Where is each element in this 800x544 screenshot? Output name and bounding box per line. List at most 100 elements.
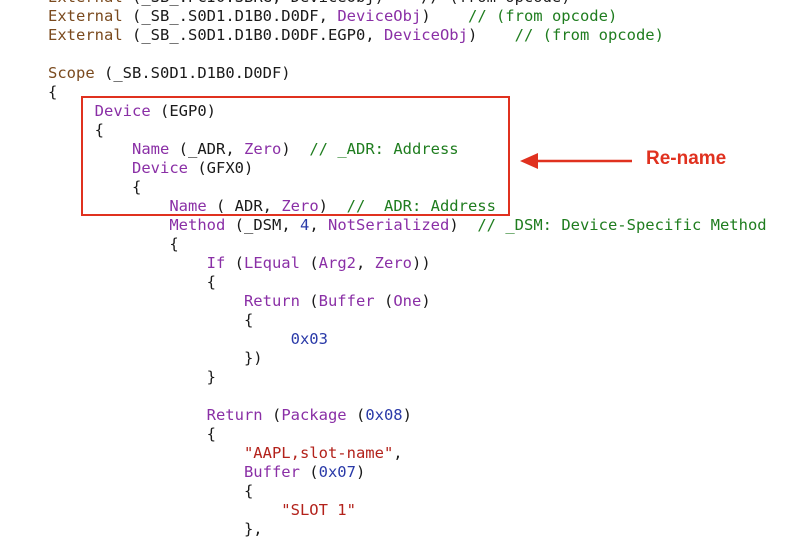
code-token: { — [48, 482, 254, 500]
code-token: One — [393, 292, 422, 310]
code-token: ( — [271, 406, 282, 424]
code-token: { — [48, 425, 216, 443]
code-token: ( — [309, 463, 319, 481]
code-line: { — [48, 178, 767, 197]
code-token: Return — [206, 406, 272, 424]
code-line: Return (Package (0x08) — [48, 406, 767, 425]
code-token: NotSerialized — [328, 216, 450, 234]
code-token: DeviceObj — [337, 7, 422, 25]
code-line: "AAPL,slot-name", — [48, 444, 767, 463]
code-token: Name — [132, 140, 179, 158]
code-token: DeviceObj — [383, 26, 468, 44]
code-token: (_ADR, — [216, 197, 282, 215]
code-token: { — [48, 178, 142, 196]
code-token: External — [48, 26, 132, 44]
code-token: Method — [169, 216, 235, 234]
code-token: }, — [48, 520, 263, 538]
code-line: Device (EGP0) — [48, 102, 767, 121]
code-token — [48, 197, 169, 215]
code-line: Device (GFX0) — [48, 159, 767, 178]
code-token: 4 — [299, 216, 310, 234]
code-line: Name (_ADR, Zero) // _ADR: Address — [48, 197, 767, 216]
code-token: { — [48, 273, 216, 291]
code-token: "SLOT 1" — [281, 501, 356, 519]
code-token: // (from opcode) — [467, 7, 618, 25]
code-line: Return (Buffer (One) — [48, 292, 767, 311]
code-token: Return — [243, 292, 310, 310]
code-token: 0x03 — [290, 330, 328, 348]
code-token: } — [48, 368, 216, 386]
code-token: ) — [467, 26, 515, 44]
code-token: ) — [421, 7, 468, 25]
code-token: ) — [318, 197, 347, 215]
code-token: 0x08 — [365, 406, 403, 424]
code-line: }) — [48, 349, 767, 368]
code-token: ) — [281, 140, 310, 158]
code-token: Name — [169, 197, 216, 215]
code-token: 0x07 — [318, 463, 356, 481]
code-token: Zero — [374, 254, 412, 272]
arrow-left-icon — [520, 153, 632, 169]
source-code: External (_SB_.PCI0.SBRG, DeviceObj) // … — [48, 0, 767, 539]
code-token: Package — [281, 406, 356, 424]
code-token: ) — [421, 292, 431, 310]
code-token — [48, 501, 281, 519]
code-line: Name (_ADR, Zero) // _ADR: Address — [48, 140, 767, 159]
code-token: ) — [449, 216, 478, 234]
code-token: , — [309, 216, 328, 234]
code-token: Zero — [281, 197, 319, 215]
code-line: External (_SB_.PCI0.SBRG, DeviceObj) // … — [48, 0, 767, 7]
code-token: // (from opcode) — [514, 26, 664, 44]
code-line: { — [48, 482, 767, 501]
code-line — [48, 387, 767, 406]
code-token: If — [206, 254, 235, 272]
code-token: Arg2 — [318, 254, 356, 272]
rename-label: Re-name — [646, 148, 727, 169]
code-token — [48, 330, 291, 348]
code-token: "AAPL,slot-name" — [243, 444, 394, 462]
code-token: ( — [309, 292, 319, 310]
code-token: (_SB.S0D1.D1B0.D0DF) — [104, 64, 291, 82]
code-token: (_DSM, — [234, 216, 300, 234]
code-token: Device — [132, 159, 198, 177]
code-token: Buffer — [243, 463, 310, 481]
code-token: ( — [355, 406, 366, 424]
code-token — [48, 463, 244, 481]
code-token — [48, 292, 244, 310]
code-line: }, — [48, 520, 767, 539]
code-token: (GFX0) — [197, 159, 254, 177]
code-line: 0x03 — [48, 330, 767, 349]
code-token: Buffer — [318, 292, 384, 310]
code-line: } — [48, 368, 767, 387]
code-token: { — [48, 235, 179, 253]
code-token: Scope — [48, 64, 104, 82]
code-token: { — [48, 83, 58, 101]
code-token — [48, 216, 169, 234]
code-token: LEqual — [243, 254, 310, 272]
code-token — [48, 406, 207, 424]
code-line: { — [48, 425, 767, 444]
code-line: { — [48, 235, 767, 254]
code-token: { — [48, 311, 254, 329]
code-line: Method (_DSM, 4, NotSerialized) // _DSM:… — [48, 216, 767, 235]
code-token: (EGP0) — [160, 102, 216, 120]
code-token: // _ADR: Address — [309, 140, 459, 158]
code-token: // _DSM: Device-Specific Method — [477, 216, 767, 234]
code-line: { — [48, 83, 767, 102]
code-token: )) — [411, 254, 431, 272]
code-token: (_SB_.S0D1.D1B0.D0DF.EGP0, — [132, 26, 384, 44]
code-token: // _ADR: Address — [346, 197, 496, 215]
code-token: External — [48, 7, 132, 25]
code-token: External — [48, 0, 132, 6]
code-token — [48, 102, 95, 120]
code-token: (_ADR, — [178, 140, 244, 158]
code-line: Scope (_SB.S0D1.D1B0.D0DF) — [48, 64, 767, 83]
code-token: (_SB_.S0D1.D1B0.D0DF, — [132, 7, 338, 25]
code-line: "SLOT 1" — [48, 501, 767, 520]
code-line: If (LEqual (Arg2, Zero)) — [48, 254, 767, 273]
code-token: (_SB_.PCI0.SBRG, DeviceObj) // (from opc… — [132, 0, 571, 6]
code-token: }) — [48, 349, 263, 367]
code-line — [48, 45, 767, 64]
code-token: , — [393, 444, 403, 462]
